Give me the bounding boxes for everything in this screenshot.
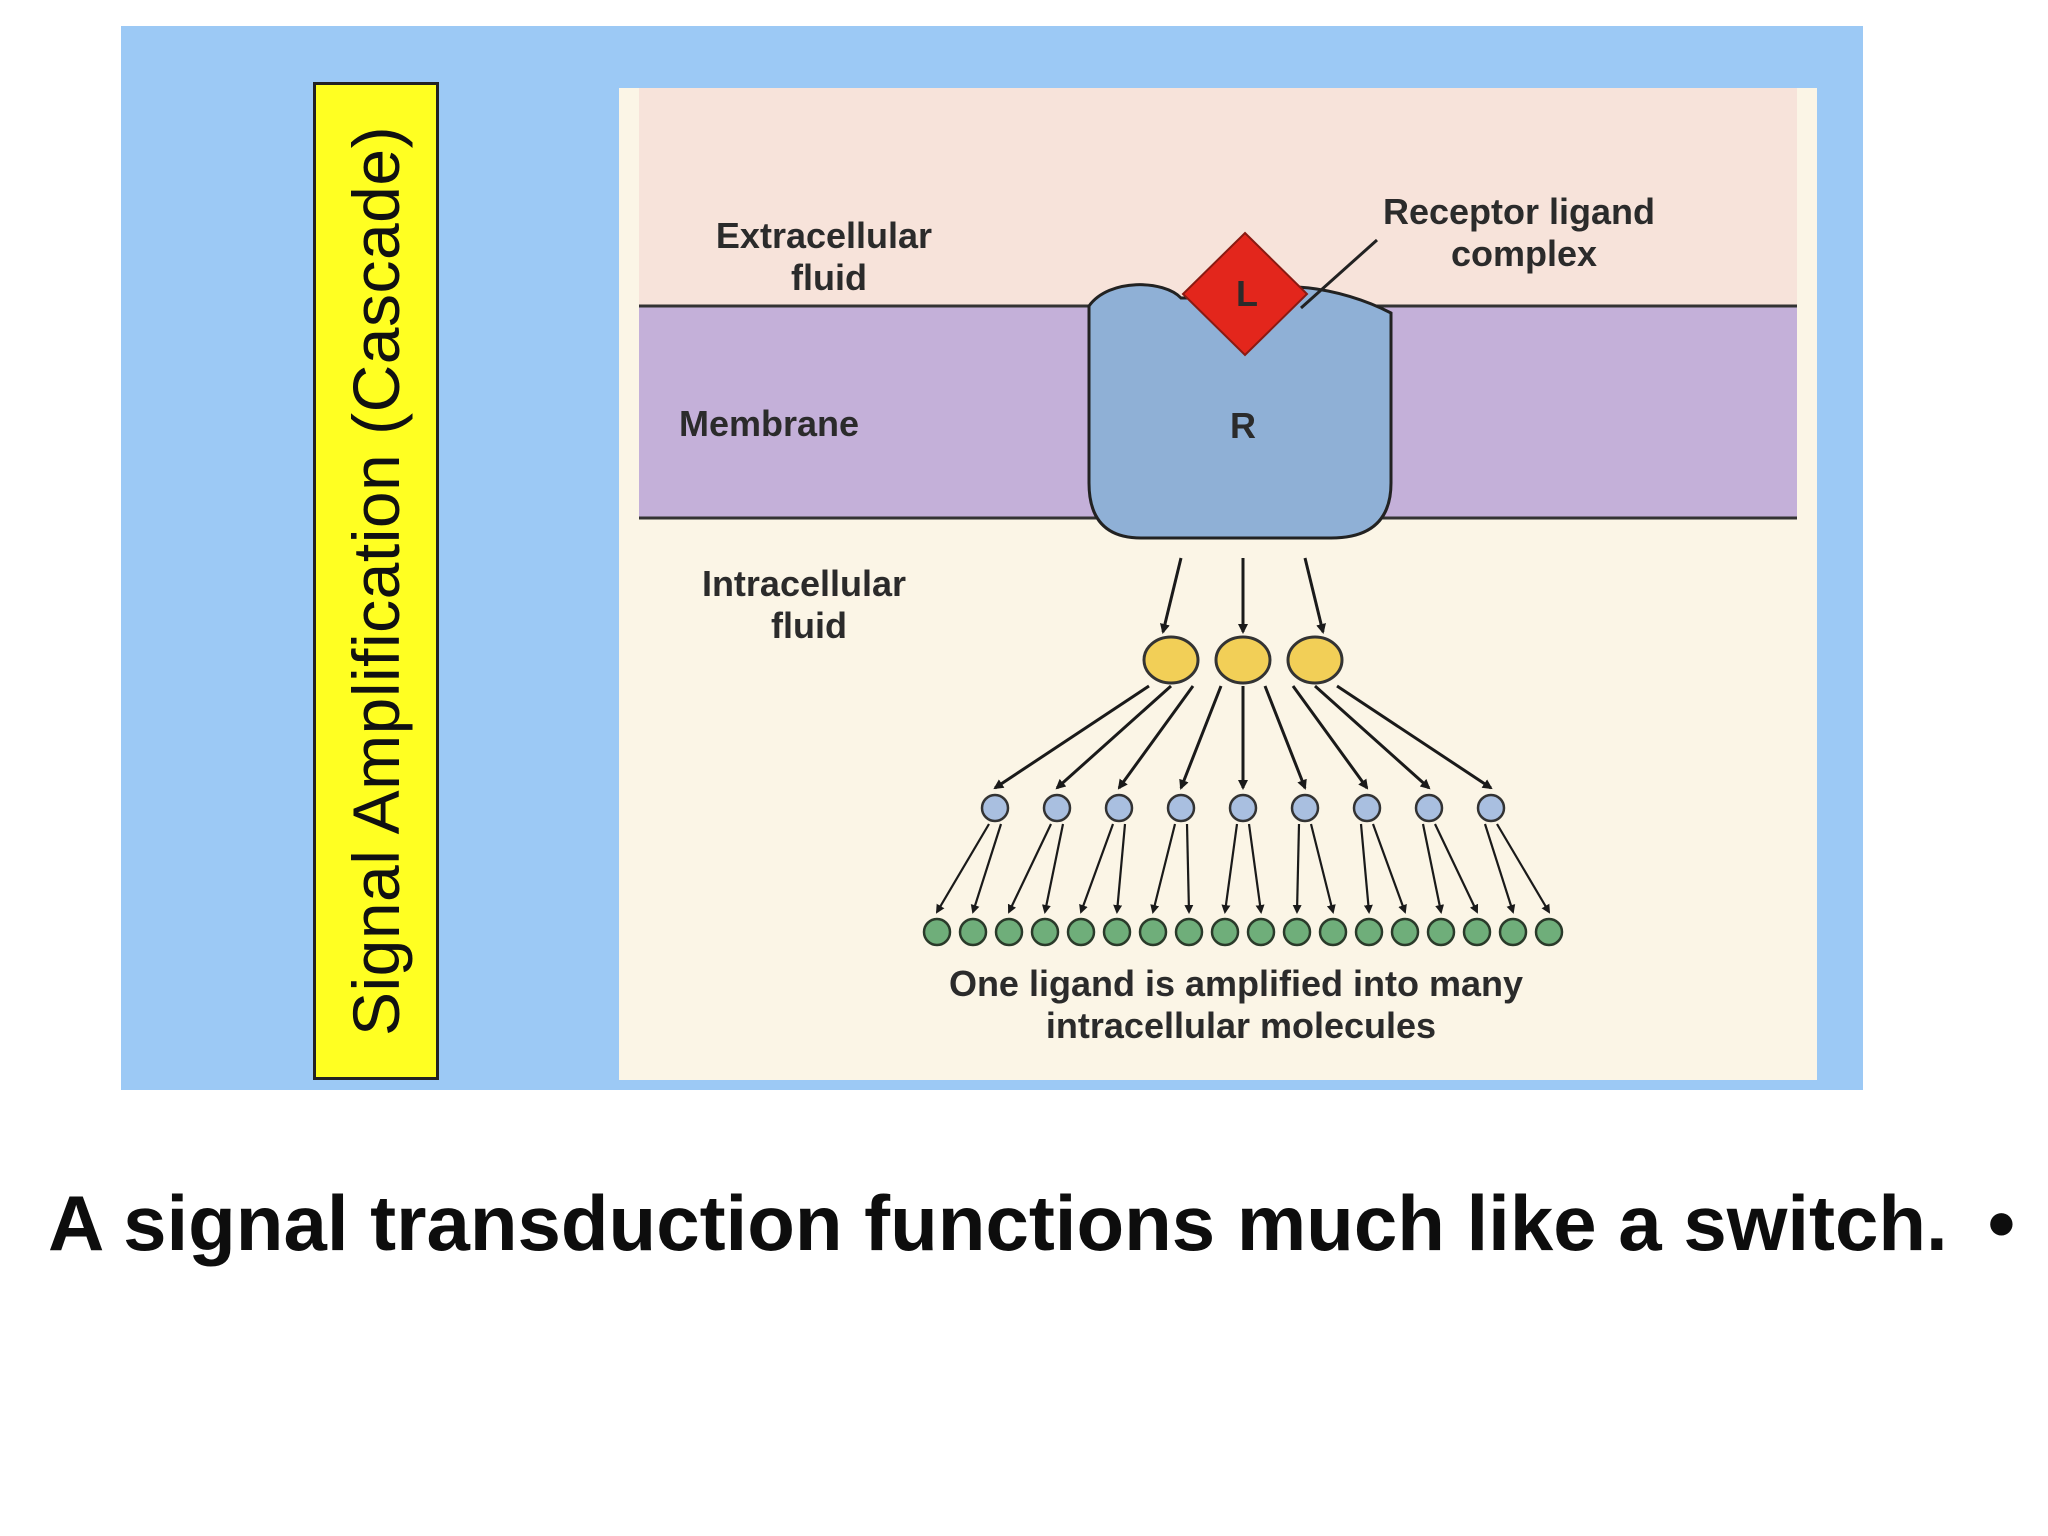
cascade-arrow [1160, 557, 1183, 634]
second-tier-molecule [1290, 793, 1320, 823]
third-tier-molecule [994, 917, 1024, 947]
second-tier-molecule [1414, 793, 1444, 823]
second-tier-molecule [1476, 793, 1506, 823]
first-tier-molecule [1142, 635, 1200, 685]
complex-pointer-line [1299, 238, 1379, 310]
cascade-arrow [1150, 823, 1177, 914]
cascade-arrow [1291, 685, 1369, 790]
third-tier-molecule [1282, 917, 1312, 947]
third-tier-molecule [1318, 917, 1348, 947]
slide-caption: A signal transduction functions much lik… [48, 1178, 2038, 1269]
third-tier-molecule [922, 917, 952, 947]
cascade-arrow [1179, 685, 1223, 790]
first-tier-molecule [1214, 635, 1272, 685]
third-tier-molecule [1102, 917, 1132, 947]
second-tier-molecule [1352, 793, 1382, 823]
cascade-arrow [1303, 557, 1326, 634]
signal-cascade-diagram: R L Extracellular fluid Receptor ligand … [619, 88, 1817, 1080]
receptor-letter: R [1230, 405, 1256, 446]
second-tier-molecule [1104, 793, 1134, 823]
cascade-arrow [1371, 823, 1407, 914]
cascade-arrow [1055, 684, 1173, 790]
cascade-arrow [1079, 823, 1115, 914]
receptor-complex-label: Receptor ligand complex [1383, 191, 1665, 274]
cascade-arrow [1483, 823, 1516, 914]
cascade-arrow [1113, 823, 1127, 914]
cascade-arrow [1359, 823, 1373, 914]
third-tier-molecule [1390, 917, 1420, 947]
ligand-diamond [1181, 231, 1309, 357]
second-tier-molecule [1042, 793, 1072, 823]
ligand-letter: L [1236, 273, 1258, 314]
third-tier-molecule [958, 917, 988, 947]
cascade-arrow [993, 684, 1150, 790]
cascade-arrow [1313, 684, 1431, 790]
second-tier-molecule [1228, 793, 1258, 823]
third-tier-molecule [1534, 917, 1564, 947]
membrane-label: Membrane [679, 403, 859, 444]
cascade-arrow [1117, 685, 1195, 790]
cascade-arrow [1421, 823, 1445, 914]
side-title: Signal Amplification (Cascade) [339, 125, 413, 1037]
third-tier-molecule [1354, 917, 1384, 947]
third-tier-molecule [1426, 917, 1456, 947]
cascade-arrow [1184, 823, 1194, 914]
cascade-arrow [1434, 823, 1479, 914]
diagram-canvas: R L Extracellular fluid Receptor ligand … [639, 88, 1797, 1046]
receptor-protein [1087, 283, 1393, 540]
caption-text: A signal transduction functions much lik… [48, 1179, 1948, 1267]
third-tier-molecule [1174, 917, 1204, 947]
third-tier-molecule [1210, 917, 1240, 947]
cascade-arrow [1263, 685, 1307, 790]
third-tier-molecule [1030, 917, 1060, 947]
cascade-arrow [1292, 823, 1302, 914]
third-tier-molecule [1246, 917, 1276, 947]
third-tier-molecule [1462, 917, 1492, 947]
second-tier-molecule [980, 793, 1010, 823]
third-tier-molecule [1498, 917, 1528, 947]
second-tier-molecule [1166, 793, 1196, 823]
intracellular-label: Intracellular fluid [702, 563, 916, 646]
cascade-arrow [935, 823, 990, 914]
cascade-arrow [1336, 684, 1493, 790]
cascade-arrow [1496, 823, 1551, 914]
first-tier-molecule [1286, 635, 1344, 685]
third-tier-molecule [1066, 917, 1096, 947]
cascade-arrow [1221, 823, 1239, 914]
amplification-caption: One ligand is amplified into many intrac… [949, 963, 1533, 1046]
cascade-arrow [1309, 823, 1336, 914]
extracellular-label: Extracellular fluid [716, 215, 942, 298]
cascade-arrow [1247, 823, 1265, 914]
caption-bullet: • [1987, 1179, 2016, 1267]
cascade-group [922, 557, 1564, 947]
side-title-box: Signal Amplification (Cascade) [313, 82, 439, 1080]
cascade-arrow [1041, 823, 1065, 914]
cascade-arrow [1007, 823, 1052, 914]
third-tier-molecule [1138, 917, 1168, 947]
slide-background-panel: Signal Amplification (Cascade) R L [121, 26, 1863, 1090]
cascade-arrow [970, 823, 1003, 914]
